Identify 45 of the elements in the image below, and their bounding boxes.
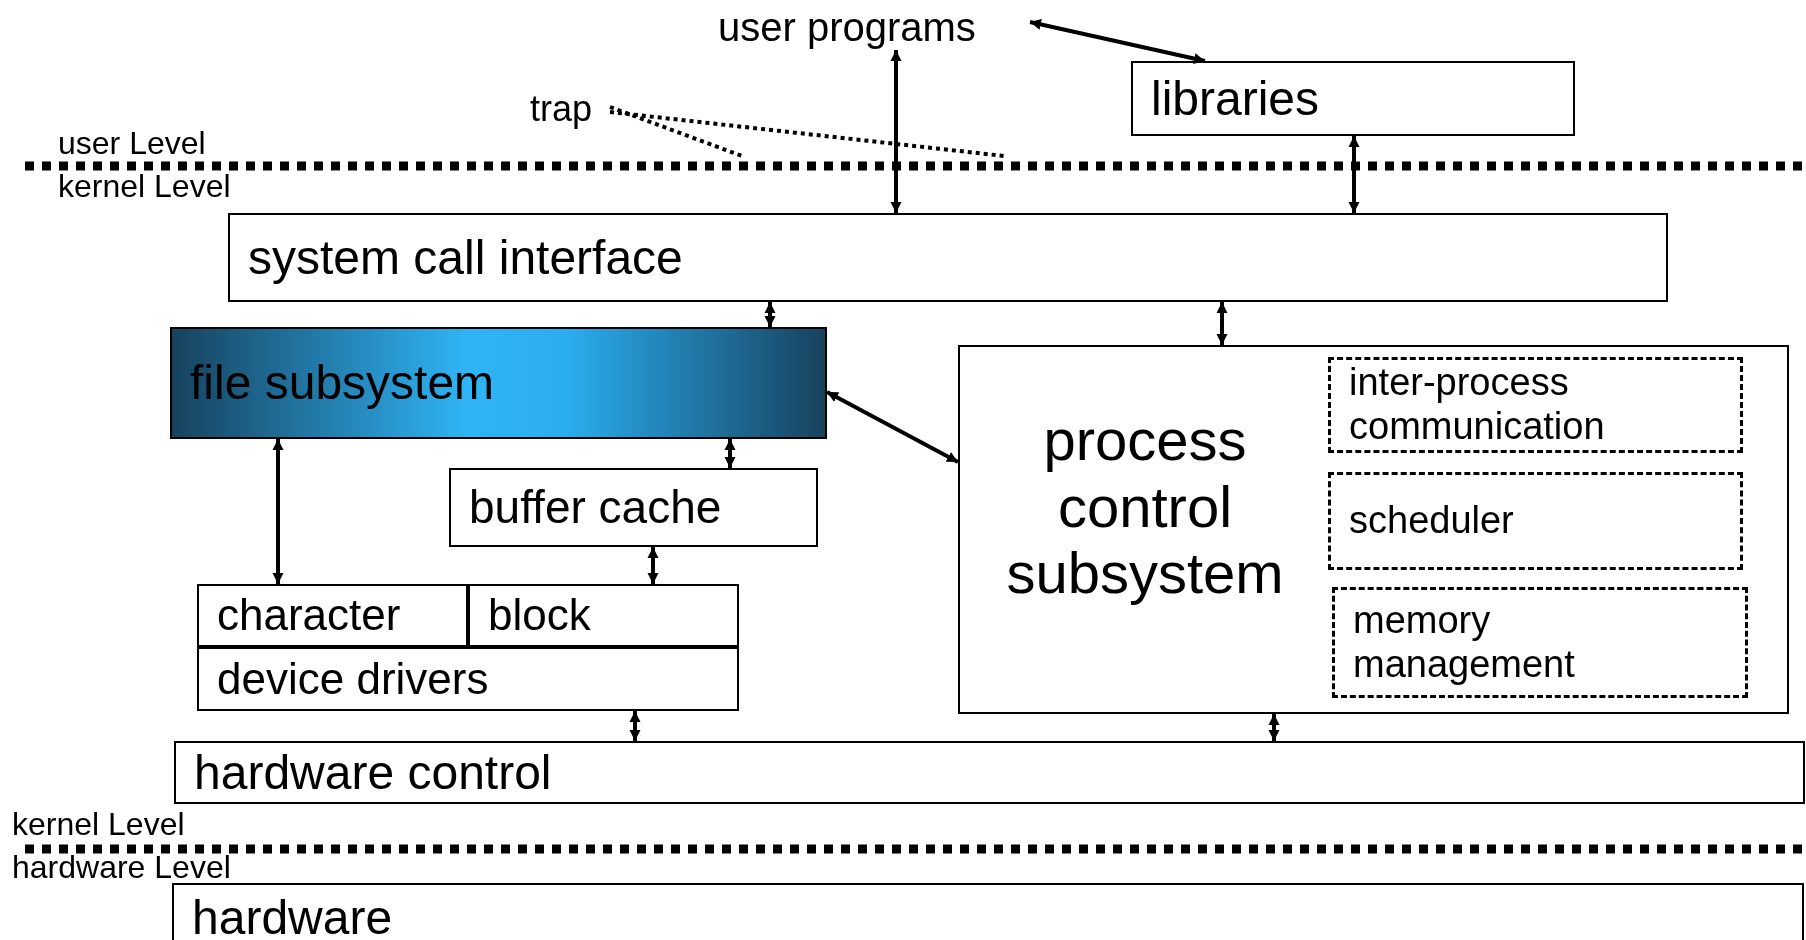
double-arrow: [1348, 136, 1360, 213]
box-label: hardware: [192, 890, 394, 940]
level-label: hardware Level: [12, 851, 231, 883]
dashed-box: [1328, 357, 1743, 453]
dotted-line: [609, 110, 1005, 158]
double-arrow: [764, 302, 776, 327]
process-box: [1131, 61, 1575, 136]
process-box: [228, 213, 1668, 302]
process-box: [170, 327, 827, 439]
box-label: libraries: [1151, 70, 1321, 127]
box-label: character: [217, 590, 402, 641]
double-arrow: [890, 50, 902, 213]
double-arrow: [272, 439, 284, 584]
box-label: system call interface: [248, 229, 684, 286]
dotted-line: [609, 105, 743, 158]
double-arrow: [1268, 714, 1280, 741]
box-label: device drivers: [217, 653, 490, 705]
double-arrow: [647, 547, 659, 584]
node-label: trap: [530, 88, 594, 130]
box-label: inter-process communication: [1349, 361, 1606, 449]
box-label: file subsystem: [190, 355, 496, 411]
double-arrow: [1029, 19, 1206, 64]
box-label: process control subsystem: [1005, 407, 1285, 608]
process-box: [449, 468, 818, 547]
box-label: memory management: [1353, 598, 1576, 687]
process-box: [197, 647, 739, 711]
double-arrow: [724, 439, 736, 468]
double-arrow: [629, 711, 641, 741]
box-label: hardware control: [194, 744, 553, 801]
double-arrow: [826, 390, 959, 464]
dashed-box: [1332, 587, 1748, 698]
level-label: user Level: [58, 127, 206, 159]
level-label: kernel Level: [12, 808, 185, 840]
process-box: [172, 883, 1804, 940]
process-box: [197, 584, 468, 647]
level-label: kernel Level: [58, 170, 231, 202]
box-label: block: [488, 590, 592, 641]
process-box: [958, 345, 1789, 714]
node-label: user programs: [718, 4, 977, 50]
double-arrow: [1216, 302, 1228, 345]
process-box: [468, 584, 739, 647]
box-label: buffer cache: [469, 481, 723, 534]
box-label: scheduler: [1349, 499, 1515, 543]
dashed-box: [1328, 472, 1743, 570]
process-box: [174, 741, 1805, 804]
